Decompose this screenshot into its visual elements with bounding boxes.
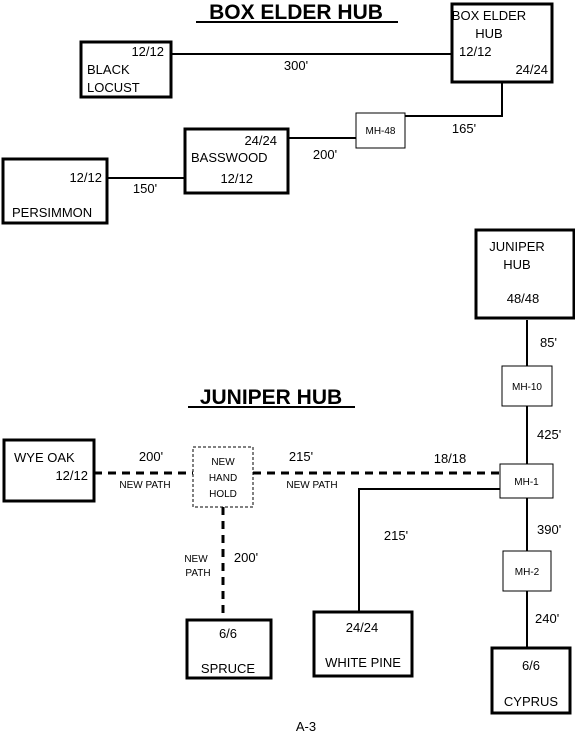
mh2-label: MH-2 xyxy=(515,567,540,578)
spruce-name: SPRUCE xyxy=(201,661,256,676)
link-mh1-white-pine xyxy=(358,488,500,612)
label-390: 390' xyxy=(537,522,561,537)
label-new-path-2: NEW PATH xyxy=(286,480,337,491)
persimmon-node[interactable]: 12/12 PERSIMMON xyxy=(1,157,109,225)
white-pine-count: 24/24 xyxy=(346,620,379,635)
basswood-name: BASSWOOD xyxy=(191,150,268,165)
label-150: 150' xyxy=(133,181,157,196)
label-240: 240' xyxy=(535,611,559,626)
basswood-node[interactable]: 24/24 BASSWOOD 12/12 xyxy=(183,127,290,195)
new-hand-hold-line3: HOLD xyxy=(209,489,237,500)
new-hand-hold-line1: NEW xyxy=(211,457,235,468)
label-165: 165' xyxy=(452,121,476,136)
label-new-path-v1: NEW xyxy=(184,554,208,565)
basswood-count-a: 24/24 xyxy=(244,133,277,148)
wye-oak-name: WYE OAK xyxy=(14,450,75,465)
new-hand-hold-line2: HAND xyxy=(209,473,237,484)
juniper-hub-node[interactable]: JUNIPER HUB 48/48 xyxy=(474,228,575,320)
new-hand-hold-node[interactable]: NEW HAND HOLD xyxy=(192,446,254,508)
label-85: 85' xyxy=(540,335,557,350)
white-pine-node[interactable]: 24/24 WHITE PINE xyxy=(312,610,414,678)
box-elder-hub-line2: HUB xyxy=(475,26,502,41)
label-300: 300' xyxy=(284,58,308,73)
label-215-hand-hold: 215' xyxy=(289,449,313,464)
wye-oak-node[interactable]: WYE OAK 12/12 xyxy=(2,438,96,503)
label-new-path-1: NEW PATH xyxy=(119,480,170,491)
wye-oak-count: 12/12 xyxy=(55,468,88,483)
persimmon-name: PERSIMMON xyxy=(12,205,92,220)
spruce-count: 6/6 xyxy=(219,626,237,641)
juniper-hub-line2: HUB xyxy=(503,257,530,272)
label-425: 425' xyxy=(537,427,561,442)
box-elder-hub-count-a: 12/12 xyxy=(459,44,492,59)
label-18-18: 18/18 xyxy=(434,451,467,466)
juniper-hub-line1: JUNIPER xyxy=(489,239,545,254)
label-200-spruce: 200' xyxy=(234,550,258,565)
box-elder-hub-line1: BOX ELDER xyxy=(452,8,526,23)
white-pine-name: WHITE PINE xyxy=(325,655,401,670)
label-200-mh48: 200' xyxy=(313,147,337,162)
mh48-label: MH-48 xyxy=(365,126,395,137)
black-locust-node[interactable]: 12/12 BLACK LOCUST xyxy=(79,40,173,99)
page-number: A-3 xyxy=(296,719,316,733)
mh10-node[interactable]: MH-10 xyxy=(501,365,553,407)
basswood-count-b: 12/12 xyxy=(220,171,253,186)
mh1-label: MH-1 xyxy=(514,477,539,488)
mh1-node[interactable]: MH-1 xyxy=(499,463,554,499)
label-215-white-pine: 215' xyxy=(384,528,408,543)
mh10-label: MH-10 xyxy=(512,382,542,393)
cyprus-node[interactable]: 6/6 CYPRUS xyxy=(490,646,572,715)
spruce-node[interactable]: 6/6 SPRUCE xyxy=(185,618,273,680)
cyprus-count: 6/6 xyxy=(522,658,540,673)
persimmon-count: 12/12 xyxy=(69,170,102,185)
box-elder-heading: BOX ELDER HUB xyxy=(209,1,383,24)
cyprus-name: CYPRUS xyxy=(504,694,559,709)
juniper-hub-count: 48/48 xyxy=(507,291,540,306)
black-locust-count: 12/12 xyxy=(131,44,164,59)
label-new-path-v2: PATH xyxy=(185,568,210,579)
black-locust-line2: LOCUST xyxy=(87,80,140,95)
mh2-node[interactable]: MH-2 xyxy=(502,550,552,592)
box-elder-hub-node[interactable]: BOX ELDER HUB 12/12 24/24 xyxy=(450,2,554,84)
mh48-node[interactable]: MH-48 xyxy=(355,112,406,149)
link-box-elder-mh48 xyxy=(405,82,503,117)
label-200-wye-oak: 200' xyxy=(139,449,163,464)
black-locust-line1: BLACK xyxy=(87,62,130,77)
juniper-heading: JUNIPER HUB xyxy=(200,386,342,409)
box-elder-hub-count-b: 24/24 xyxy=(515,62,548,77)
